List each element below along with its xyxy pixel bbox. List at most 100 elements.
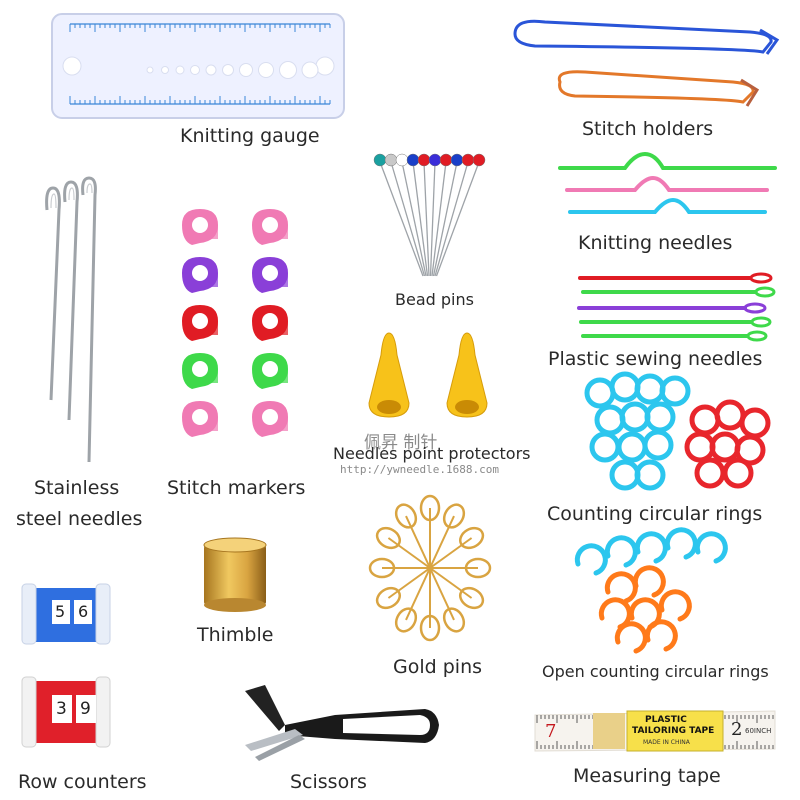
gold-pin-shaft	[387, 537, 431, 569]
row-counter-red: 3 9	[21, 673, 111, 753]
tape-brand-line1: PLASTIC	[645, 715, 687, 725]
bead-pin-shaft	[390, 161, 426, 277]
open-ring-orange	[644, 619, 678, 652]
stitch-marker	[252, 209, 288, 245]
label-knitting-gauge: Knitting gauge	[180, 125, 320, 147]
open-ring-orange	[632, 565, 666, 598]
counting-ring-cyan	[634, 373, 666, 405]
label-stainless-line1: Stainless	[34, 477, 120, 499]
bead-pin-shaft	[429, 161, 436, 277]
bead-pin-head	[417, 153, 431, 167]
bead-pins-image	[373, 153, 486, 277]
open-ring-cyan	[634, 531, 668, 564]
counting-circular-rings-image	[584, 371, 771, 491]
counting-ring-red	[694, 457, 726, 489]
stainless-steel-needles	[35, 176, 110, 470]
bead-pin-head	[373, 153, 387, 167]
open-ring-cyan	[694, 531, 728, 564]
gold-pin-bulb	[458, 526, 485, 550]
gold-pin-bulb	[394, 503, 418, 529]
row-counter-blue-digit-left: 5	[55, 602, 66, 621]
open-counting-circular-rings	[570, 527, 770, 655]
row-counter-blue: 5 6	[21, 580, 111, 648]
tape-made-in: MADE IN CHINA	[643, 739, 690, 746]
stitch-marker	[252, 257, 288, 293]
gold-pin-shaft	[429, 567, 455, 621]
counting-ring-red	[722, 457, 754, 489]
label-gold-pins: Gold pins	[393, 656, 483, 678]
needles-point-protectors	[355, 325, 505, 425]
thimble	[200, 535, 270, 615]
open-ring-orange	[614, 621, 648, 654]
label-knitting-needles: Knitting needles	[578, 232, 733, 254]
counting-ring-cyan	[642, 429, 674, 461]
label-counting-circular-rings: Counting circular rings	[547, 503, 763, 525]
tape-number-left: 7	[545, 721, 557, 742]
counting-ring-cyan	[594, 404, 626, 436]
scissors-image	[245, 685, 439, 761]
thimble-image	[203, 537, 267, 612]
bead-pin-head	[439, 153, 453, 167]
bead-pins	[365, 148, 495, 283]
stitch-marker	[182, 257, 218, 293]
stitch-marker	[252, 305, 288, 341]
open-counting-circular-rings-image	[574, 527, 728, 654]
stitch-markers	[170, 205, 310, 445]
gold-pin-bulb	[442, 503, 466, 529]
counting-ring-cyan	[659, 375, 691, 407]
label-plastic-sewing-needles: Plastic sewing needles	[548, 348, 763, 370]
row-counter-red-digit-left: 3	[56, 699, 67, 719]
gold-pin-bulb	[394, 607, 418, 633]
scissors	[225, 685, 445, 765]
bead-pin-head	[472, 153, 486, 167]
row-counter-red-digit-right: 9	[80, 699, 91, 719]
bead-pin-head	[406, 153, 420, 167]
counting-ring-red	[709, 431, 741, 463]
open-ring-cyan	[664, 527, 698, 560]
tape-brand-line2: TAILORING TAPE	[632, 726, 715, 736]
gold-pins-image	[368, 494, 492, 642]
gold-pin-bulb	[464, 557, 492, 579]
label-scissors: Scissors	[290, 771, 367, 793]
watermark-url: http://ywneedle.1688.com	[340, 463, 499, 476]
row-counter-blue-digit-right: 6	[78, 602, 89, 621]
bead-pin-shaft	[435, 161, 480, 277]
needles-point-protectors-image	[368, 332, 488, 418]
gold-pin-bulb	[442, 607, 466, 633]
counting-ring-cyan	[644, 401, 676, 433]
stitch-markers-image	[182, 209, 288, 437]
bead-pin-head	[395, 153, 409, 167]
watermark-chinese: 佩昇 制针	[364, 433, 438, 453]
counting-ring-cyan	[589, 431, 621, 463]
counting-ring-red	[739, 407, 771, 439]
stitch-marker	[182, 401, 218, 437]
bead-pin-head	[450, 153, 464, 167]
bead-pin-shaft	[431, 161, 447, 277]
knitting-gauge-image	[51, 13, 345, 119]
bead-pin-shaft	[423, 161, 430, 277]
counting-ring-cyan	[616, 431, 648, 463]
label-thimble: Thimble	[197, 624, 274, 646]
label-stitch-markers: Stitch markers	[167, 477, 306, 499]
plastic-sewing-needles-image	[577, 272, 776, 342]
open-ring-cyan	[574, 543, 608, 576]
gold-pin-bulb	[458, 586, 485, 610]
stainless-steel-needles-image	[45, 176, 97, 463]
bead-pin-shaft	[379, 161, 424, 277]
counting-ring-cyan	[634, 459, 666, 491]
gold-pin-shaft	[429, 567, 473, 599]
bead-pin-shaft	[432, 161, 458, 277]
row-counter-blue-image	[21, 583, 111, 645]
gold-pin-shaft	[387, 567, 431, 599]
bead-pin-shaft	[401, 161, 427, 277]
label-bead-pins: Bead pins	[395, 290, 474, 309]
stitch-holders-image	[513, 19, 780, 107]
label-measuring-tape: Measuring tape	[573, 765, 721, 787]
gold-pin-shaft	[429, 537, 473, 569]
gold-pin-bulb	[368, 557, 396, 579]
measuring-tape: 7 PLASTIC TAILORING TAPE MADE IN CHINA 2…	[534, 705, 776, 755]
counting-ring-red	[734, 434, 766, 466]
gold-pin-shaft	[429, 515, 455, 569]
knitting-needles-image	[558, 151, 777, 214]
open-ring-orange	[598, 597, 632, 630]
